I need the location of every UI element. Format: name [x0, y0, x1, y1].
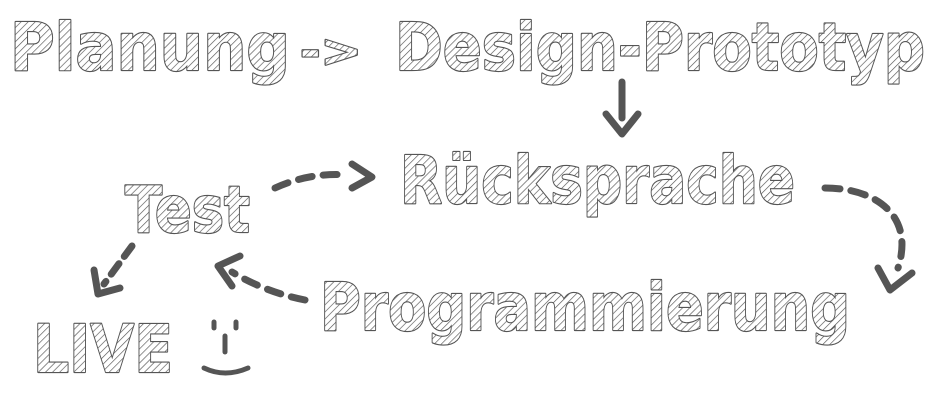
node-planung: Planung [10, 9, 290, 86]
arrow-planung-design: -> [300, 26, 362, 77]
node-test: Test [125, 174, 250, 248]
arrow-test-ruecksprache [271, 160, 376, 192]
node-ruecksprache: Rücksprache [400, 142, 795, 219]
node-live: LIVE [33, 311, 173, 388]
smiley-icon [201, 319, 251, 376]
arrow-design-ruecksprache [602, 78, 642, 138]
node-programmierung: Programmierung [320, 269, 850, 346]
arrow-test-live [90, 242, 136, 298]
arrow-programmierung-test [214, 252, 309, 304]
arrow-ruecksprache-programmierung [821, 184, 916, 294]
node-design-prototyp: Design-Prototyp [395, 9, 925, 86]
